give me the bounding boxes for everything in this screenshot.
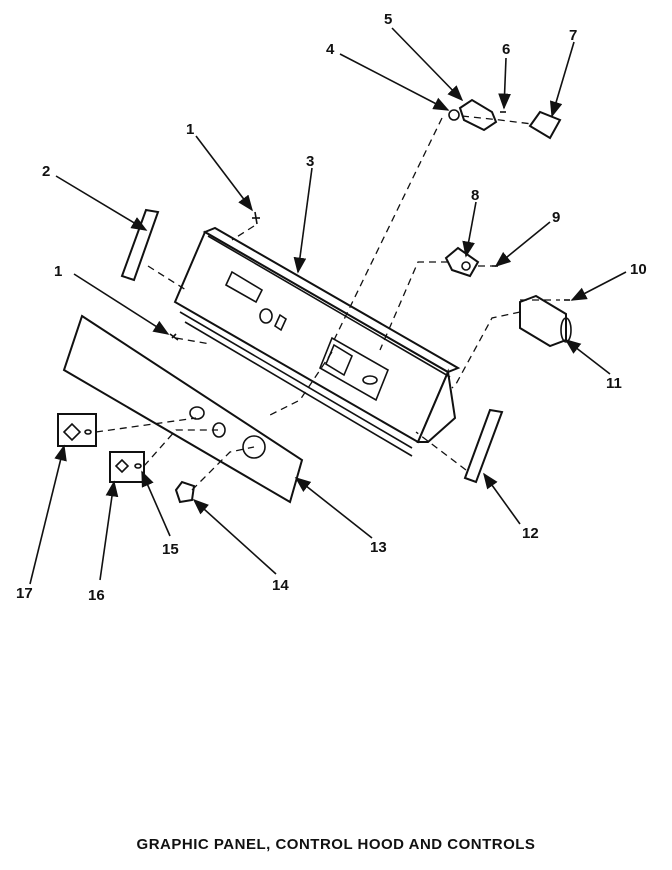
callout-5: 5	[384, 11, 392, 28]
callout-3: 3	[306, 153, 314, 170]
switch-bracket	[444, 246, 480, 278]
knob-15	[134, 463, 142, 469]
callout-10: 10	[630, 261, 647, 278]
hood-knob-opening	[259, 308, 288, 332]
callout-11: 11	[606, 375, 622, 392]
callout-7: 7	[569, 27, 577, 44]
right-end-cap	[463, 408, 504, 484]
callout-labels: 1 2 3 4 5 6 7 8 9 10 11 12 1 13 14 15 16…	[16, 11, 647, 604]
screw-lower	[169, 333, 179, 341]
control-hood	[173, 226, 461, 457]
callout-4: 4	[326, 41, 335, 58]
callout-15: 15	[162, 541, 179, 558]
callout-12: 12	[522, 525, 539, 542]
leader-arrows	[29, 27, 627, 585]
switch-body	[458, 98, 498, 132]
switch-nut	[448, 109, 460, 121]
callout-1-upper: 1	[186, 121, 194, 138]
main-knob	[174, 480, 196, 504]
terminal-block	[528, 110, 562, 140]
callout-1-lower: 1	[54, 263, 62, 280]
callout-2: 2	[42, 163, 50, 180]
knob-16-box	[109, 451, 145, 483]
callout-17: 17	[16, 585, 33, 602]
callout-14: 14	[272, 577, 289, 594]
left-end-cap	[120, 208, 160, 282]
assembly-lines	[95, 115, 560, 491]
control-module	[519, 294, 572, 348]
graphic-panel	[62, 314, 304, 504]
knob-17-box	[57, 413, 97, 447]
hood-center-panel	[318, 336, 390, 402]
callout-9: 9	[552, 209, 560, 226]
callout-6: 6	[502, 41, 510, 58]
callout-16: 16	[88, 587, 105, 604]
hood-display-window	[224, 270, 264, 304]
callout-13: 13	[370, 539, 387, 556]
diagram-caption: GRAPHIC PANEL, CONTROL HOOD AND CONTROLS	[136, 836, 536, 853]
callout-8: 8	[471, 187, 479, 204]
screw-upper	[252, 211, 260, 225]
